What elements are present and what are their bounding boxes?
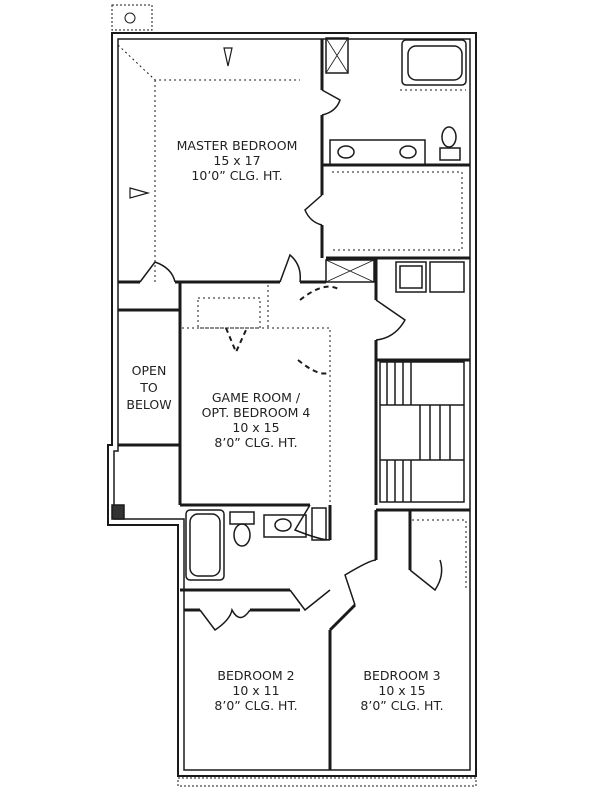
room-name: GAME ROOM / (211, 390, 301, 405)
open-label-line: TO (140, 380, 158, 395)
room-name-alt: OPT. BEDROOM 4 (201, 405, 311, 420)
room-label-game: GAME ROOM / OPT. BEDROOM 4 10 x 15 8’0” … (202, 390, 311, 450)
room-name: BEDROOM 3 (363, 668, 441, 683)
open-label-line: BELOW (126, 397, 172, 412)
ceiling-arrow-icon (223, 47, 233, 67)
top-porch (111, 4, 153, 31)
ceiling-arrow-icon (129, 187, 151, 199)
open-label-line: OPEN (131, 363, 167, 378)
staircase[interactable] (379, 361, 465, 503)
room-size: 10 x 11 (232, 683, 280, 698)
dashed-doors (225, 285, 341, 375)
doors (139, 89, 443, 632)
room-label-bed2: BEDROOM 2 10 x 11 8’0” CLG. HT. (214, 668, 297, 713)
fixture-circle (124, 12, 136, 24)
room-name: BEDROOM 2 (217, 668, 295, 683)
ceiling-outline (117, 44, 467, 590)
open-to-below-label: OPEN TO BELOW (126, 362, 171, 413)
room-ceiling: 10’0” CLG. HT. (191, 168, 283, 183)
room-ceiling: 8’0” CLG. HT. (214, 698, 298, 713)
fixtures (111, 37, 467, 581)
room-ceiling: 8’0” CLG. HT. (360, 698, 444, 713)
room-size: 15 x 17 (213, 153, 261, 168)
bottom-ledge (177, 777, 477, 787)
room-label-master: MASTER BEDROOM 15 x 17 10’0” CLG. HT. (177, 138, 298, 183)
room-size: 10 x 15 (378, 683, 426, 698)
room-ceiling: 8’0” CLG. HT. (214, 435, 298, 450)
interior-walls (118, 39, 470, 770)
outer-walls (107, 32, 477, 777)
room-size: 10 x 15 (232, 420, 280, 435)
room-name: MASTER BEDROOM (176, 138, 298, 153)
room-label-bed3: BEDROOM 3 10 x 15 8’0” CLG. HT. (360, 668, 443, 713)
